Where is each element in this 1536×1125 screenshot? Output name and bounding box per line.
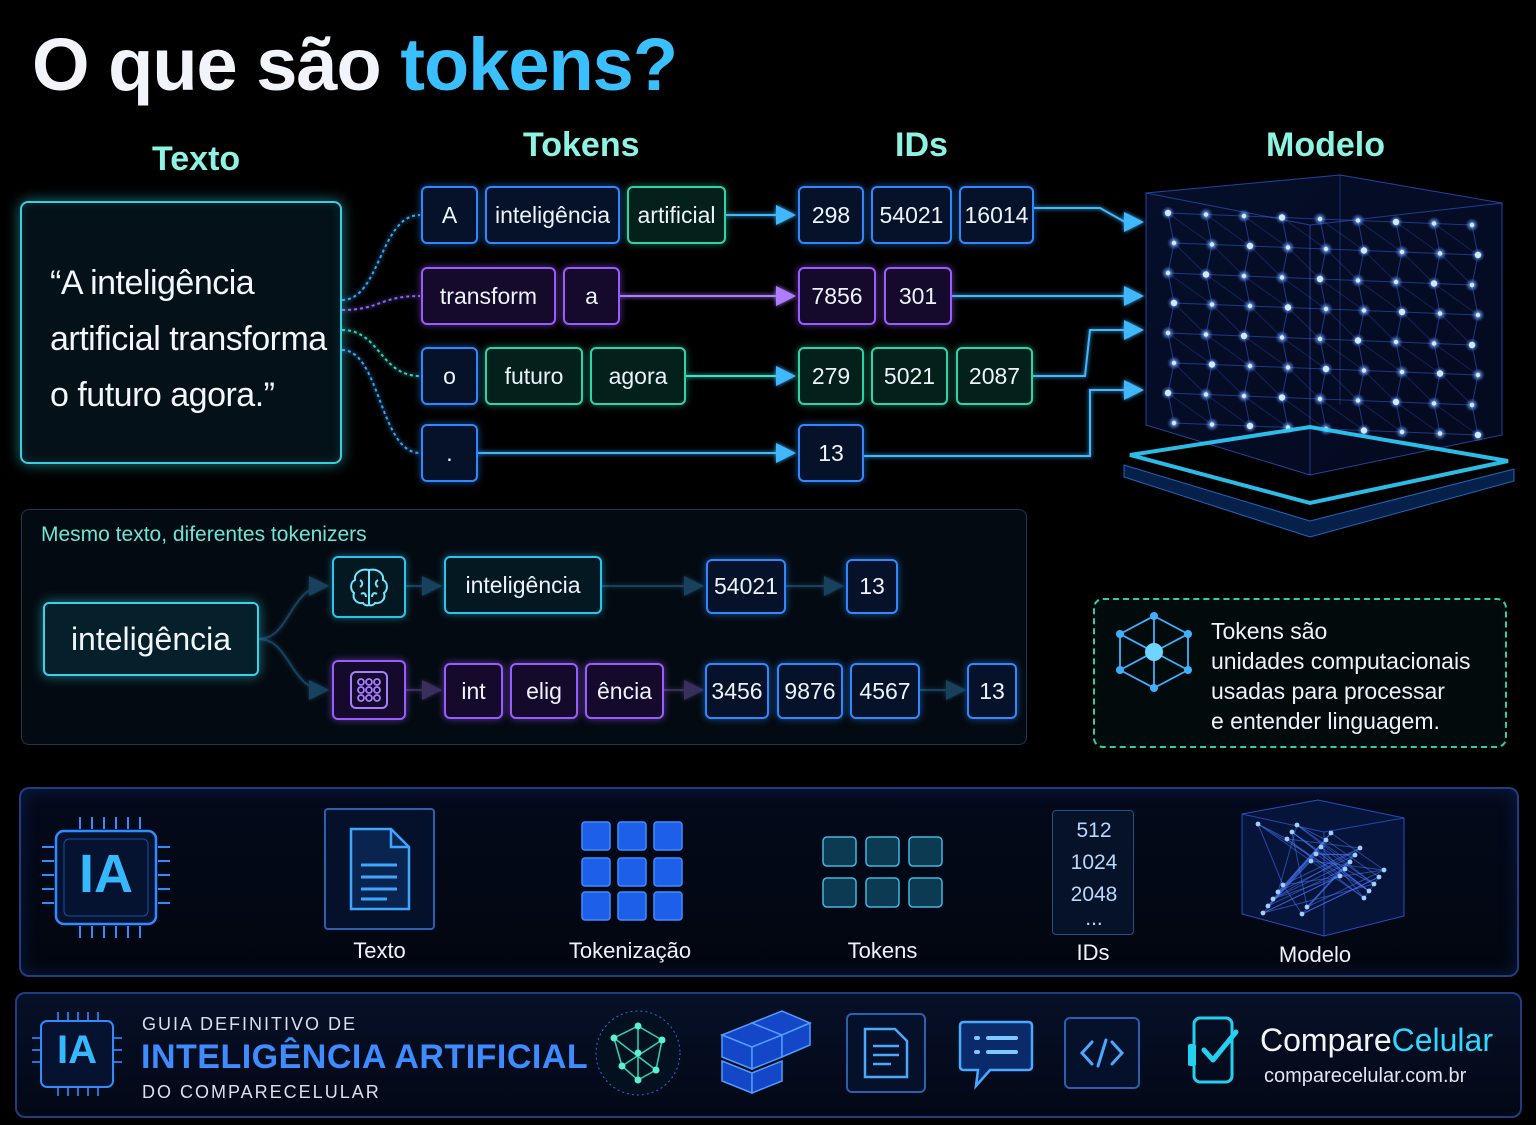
token-chip: . <box>421 424 478 482</box>
title-lead: O que são <box>32 23 401 106</box>
brand-part: Compare <box>1260 1022 1392 1058</box>
id-chip: 54021 <box>706 559 786 614</box>
quote-line: o futuro agora.” <box>50 376 275 414</box>
header-ids: IDs <box>895 126 948 164</box>
chat-bubble-icon <box>958 1018 1034 1092</box>
id-chip: 13 <box>846 559 898 614</box>
note-line: usadas para processar <box>1211 678 1445 704</box>
brand-name: CompareCelular <box>1260 1022 1493 1059</box>
id-chip: 298 <box>798 186 864 244</box>
token-chip: agora <box>590 347 686 405</box>
step-label: Tokenização <box>568 938 692 963</box>
grid-chip-icon <box>332 660 406 720</box>
brand-part: Celular <box>1391 1022 1493 1058</box>
footer-line2: INTELIGÊNCIA ARTIFICIAL <box>141 1038 589 1076</box>
header-texto: Texto <box>152 140 241 178</box>
title-accent: tokens? <box>400 23 678 106</box>
id-chip: 4567 <box>850 663 920 719</box>
token-chip: transform <box>421 267 556 325</box>
neural-globe-icon <box>595 1010 681 1096</box>
token-chip: A <box>421 186 478 244</box>
id-chip: 9876 <box>777 663 843 719</box>
id-chip: 13 <box>798 424 864 482</box>
definition-note-text: Tokens são unidades computacionais usada… <box>1211 616 1471 736</box>
neural-network-cube-icon <box>1123 174 1515 538</box>
network-node-icon <box>1116 612 1192 692</box>
step-label: IDs <box>1076 940 1110 965</box>
step-label: Texto <box>353 938 406 963</box>
token-chip: ência <box>585 663 664 719</box>
model-cube-icon <box>1241 799 1405 937</box>
id-chip: 301 <box>884 267 952 325</box>
footer-line1: GUIA DEFINITIVO DE <box>142 1014 358 1034</box>
token-chip: int <box>444 663 503 719</box>
ids-list-item: 1024 <box>1070 851 1118 874</box>
ids-list: 512 1024 2048 ... <box>1052 810 1134 935</box>
note-line: e entender linguagem. <box>1211 708 1440 734</box>
token-chip: elig <box>510 663 578 719</box>
note-line: Tokens são <box>1211 618 1328 644</box>
definition-note <box>1093 598 1507 748</box>
tokenizers-panel-title: Mesmo texto, diferentes tokenizers <box>41 523 367 546</box>
id-chip: 16014 <box>959 186 1034 244</box>
id-chip: 54021 <box>871 186 952 244</box>
tokens-blocks-icon <box>822 836 943 908</box>
tokenization-grid-icon <box>580 820 685 922</box>
header-tokens: Tokens <box>523 126 640 164</box>
id-chip: 279 <box>798 347 864 405</box>
token-chip: artificial <box>627 186 726 244</box>
brain-icon <box>332 556 406 618</box>
quote-line: artificial transforma <box>50 320 327 358</box>
token-chip: inteligência <box>444 556 602 614</box>
ai-chip-icon <box>42 815 170 940</box>
data-blocks-icon <box>719 1010 812 1095</box>
document-icon <box>324 808 435 930</box>
ids-list-item: ... <box>1085 907 1103 930</box>
page-title: O que são tokens? <box>32 22 678 107</box>
quote-line: “A inteligência <box>50 264 255 302</box>
step-label: Modelo <box>1278 942 1352 967</box>
header-modelo: Modelo <box>1266 126 1385 164</box>
document-list-icon <box>846 1013 926 1093</box>
note-line: unidades computacionais <box>1211 648 1471 674</box>
id-chip: 7856 <box>798 267 876 325</box>
quote-box: “A inteligência artificial transforma o … <box>20 201 342 464</box>
compare-celular-logo-icon <box>1186 1014 1244 1086</box>
token-chip: inteligência <box>485 186 620 244</box>
token-chip: o <box>421 347 478 405</box>
footer-ai-chip-icon <box>32 1010 122 1098</box>
id-chip: 5021 <box>871 347 948 405</box>
site-link[interactable]: comparecelular.com.br <box>1264 1065 1467 1087</box>
footer-line3: DO COMPARECELULAR <box>142 1082 381 1102</box>
token-chip: a <box>563 267 620 325</box>
footer-chip-label: IA <box>57 1028 97 1072</box>
id-chip: 2087 <box>956 347 1033 405</box>
ids-list-item: 512 <box>1076 819 1112 842</box>
token-chip: futuro <box>485 347 583 405</box>
ids-list-item: 2048 <box>1070 883 1118 906</box>
id-chip: 13 <box>967 663 1017 719</box>
ai-chip-label: IA <box>79 844 133 904</box>
id-chip: 3456 <box>705 663 769 719</box>
source-word: inteligência <box>43 602 259 676</box>
step-label: Tokens <box>847 938 918 963</box>
code-icon <box>1064 1017 1140 1089</box>
